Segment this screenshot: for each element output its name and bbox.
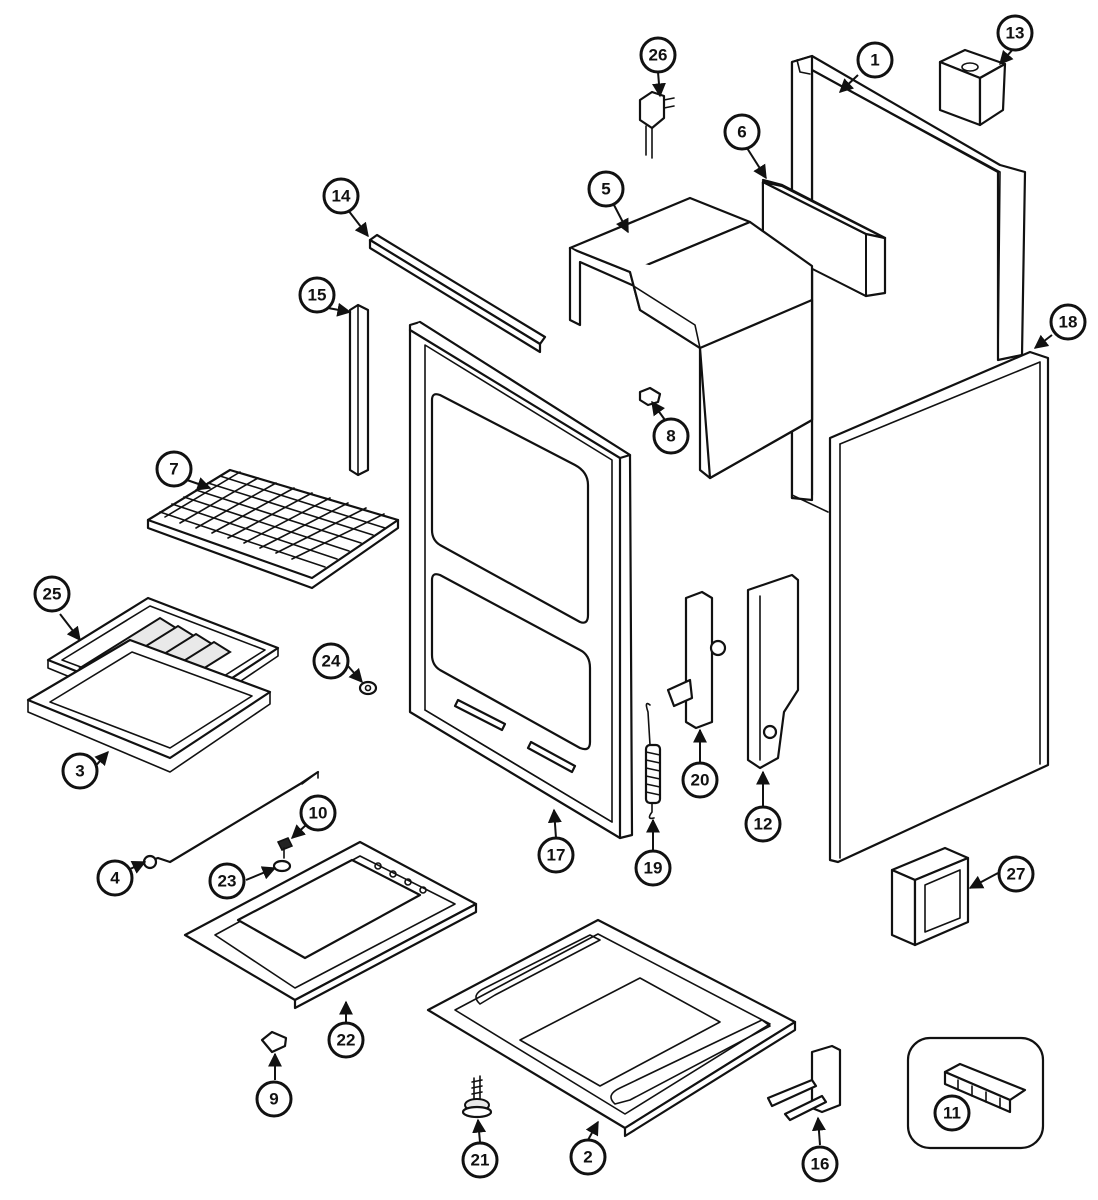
callout-19: 19	[634, 849, 672, 887]
callout-14-label: 14	[332, 187, 351, 206]
part-3-broiler-pan	[26, 638, 272, 773]
callout-11: 11	[933, 1094, 971, 1132]
part-15-side-trim	[348, 303, 370, 477]
callout-27: 27	[997, 855, 1035, 893]
callout-14: 14	[322, 177, 360, 215]
callout-12-label: 12	[754, 815, 773, 834]
callout-26-label: 26	[649, 46, 668, 65]
callout-27-label: 27	[1007, 865, 1026, 884]
callout-17-label: 17	[547, 846, 566, 865]
part-22-drawer	[183, 840, 478, 1010]
callout-25-label: 25	[43, 585, 62, 604]
callout-1-label: 1	[870, 51, 879, 70]
callout-2: 2	[569, 1138, 607, 1176]
callout-7-label: 7	[169, 460, 178, 479]
callout-23-label: 23	[218, 872, 237, 891]
part-5-burner-box	[568, 196, 814, 480]
part-20-hinge	[666, 590, 727, 730]
part-26-power-cord	[638, 90, 675, 159]
callout-21: 21	[461, 1141, 499, 1179]
callout-25: 25	[33, 575, 71, 613]
part-21-leveling-leg	[461, 1075, 493, 1119]
callout-8: 8	[652, 417, 690, 455]
callout-19-label: 19	[644, 859, 663, 878]
callout-10-label: 10	[309, 804, 328, 823]
callout-10: 10	[299, 794, 337, 832]
part-12-hinge-receiver	[746, 573, 800, 770]
callout-16: 16	[801, 1145, 839, 1183]
callout-2-label: 2	[583, 1148, 592, 1167]
callout-12: 12	[744, 805, 782, 843]
part-19-door-spring	[644, 702, 662, 820]
part-11-terminal-block	[906, 1036, 1045, 1150]
callout-5-label: 5	[601, 180, 610, 199]
part-18-side-panel	[791, 350, 1050, 864]
callout-9: 9	[255, 1080, 293, 1118]
part-2-bottom-panel	[426, 918, 797, 1138]
callout-20-label: 20	[691, 771, 710, 790]
part-7-oven-rack	[146, 468, 400, 590]
part-13-junction-box	[938, 48, 1007, 127]
callout-11-label: 11	[943, 1104, 961, 1123]
callout-3: 3	[61, 752, 99, 790]
part-23-washer	[272, 859, 292, 873]
callout-24-label: 24	[322, 652, 341, 671]
callout-1: 1	[856, 41, 894, 79]
part-24-nut	[358, 680, 378, 696]
callout-16-label: 16	[811, 1155, 830, 1174]
part-4-rod	[142, 770, 320, 870]
part-27-duct	[890, 846, 970, 947]
callout-26: 26	[639, 36, 677, 74]
part-9-clip	[260, 1030, 288, 1054]
part-17-front-frame	[408, 320, 634, 840]
part-6-insulation	[761, 178, 887, 298]
callout-8-label: 8	[666, 427, 675, 446]
leader-lines	[59, 47, 1053, 1146]
callout-18: 18	[1049, 303, 1087, 341]
callout-6-label: 6	[737, 123, 746, 142]
callout-22-label: 22	[337, 1031, 356, 1050]
callout-13: 13	[996, 14, 1034, 52]
callout-21-label: 21	[471, 1151, 490, 1170]
part-8-bracket-clip	[638, 386, 662, 407]
part-10-screw	[276, 837, 294, 859]
callout-22: 22	[327, 1021, 365, 1059]
part-14-trim-strip	[368, 233, 547, 354]
callout-4: 4	[96, 859, 134, 897]
callout-24: 24	[312, 642, 350, 680]
callout-18-label: 18	[1059, 313, 1078, 332]
callout-4-label: 4	[110, 869, 120, 888]
callout-17: 17	[537, 836, 575, 874]
callout-20: 20	[681, 761, 719, 799]
callout-13-label: 13	[1006, 24, 1025, 43]
callout-5: 5	[587, 170, 625, 208]
callout-6: 6	[723, 113, 761, 151]
callout-9-label: 9	[269, 1090, 278, 1109]
callout-3-label: 3	[75, 762, 84, 781]
part-16-anti-tip-bracket	[766, 1044, 842, 1122]
callout-15-label: 15	[308, 286, 327, 305]
callout-7: 7	[155, 450, 193, 488]
callout-23: 23	[208, 862, 246, 900]
callout-15: 15	[298, 276, 336, 314]
